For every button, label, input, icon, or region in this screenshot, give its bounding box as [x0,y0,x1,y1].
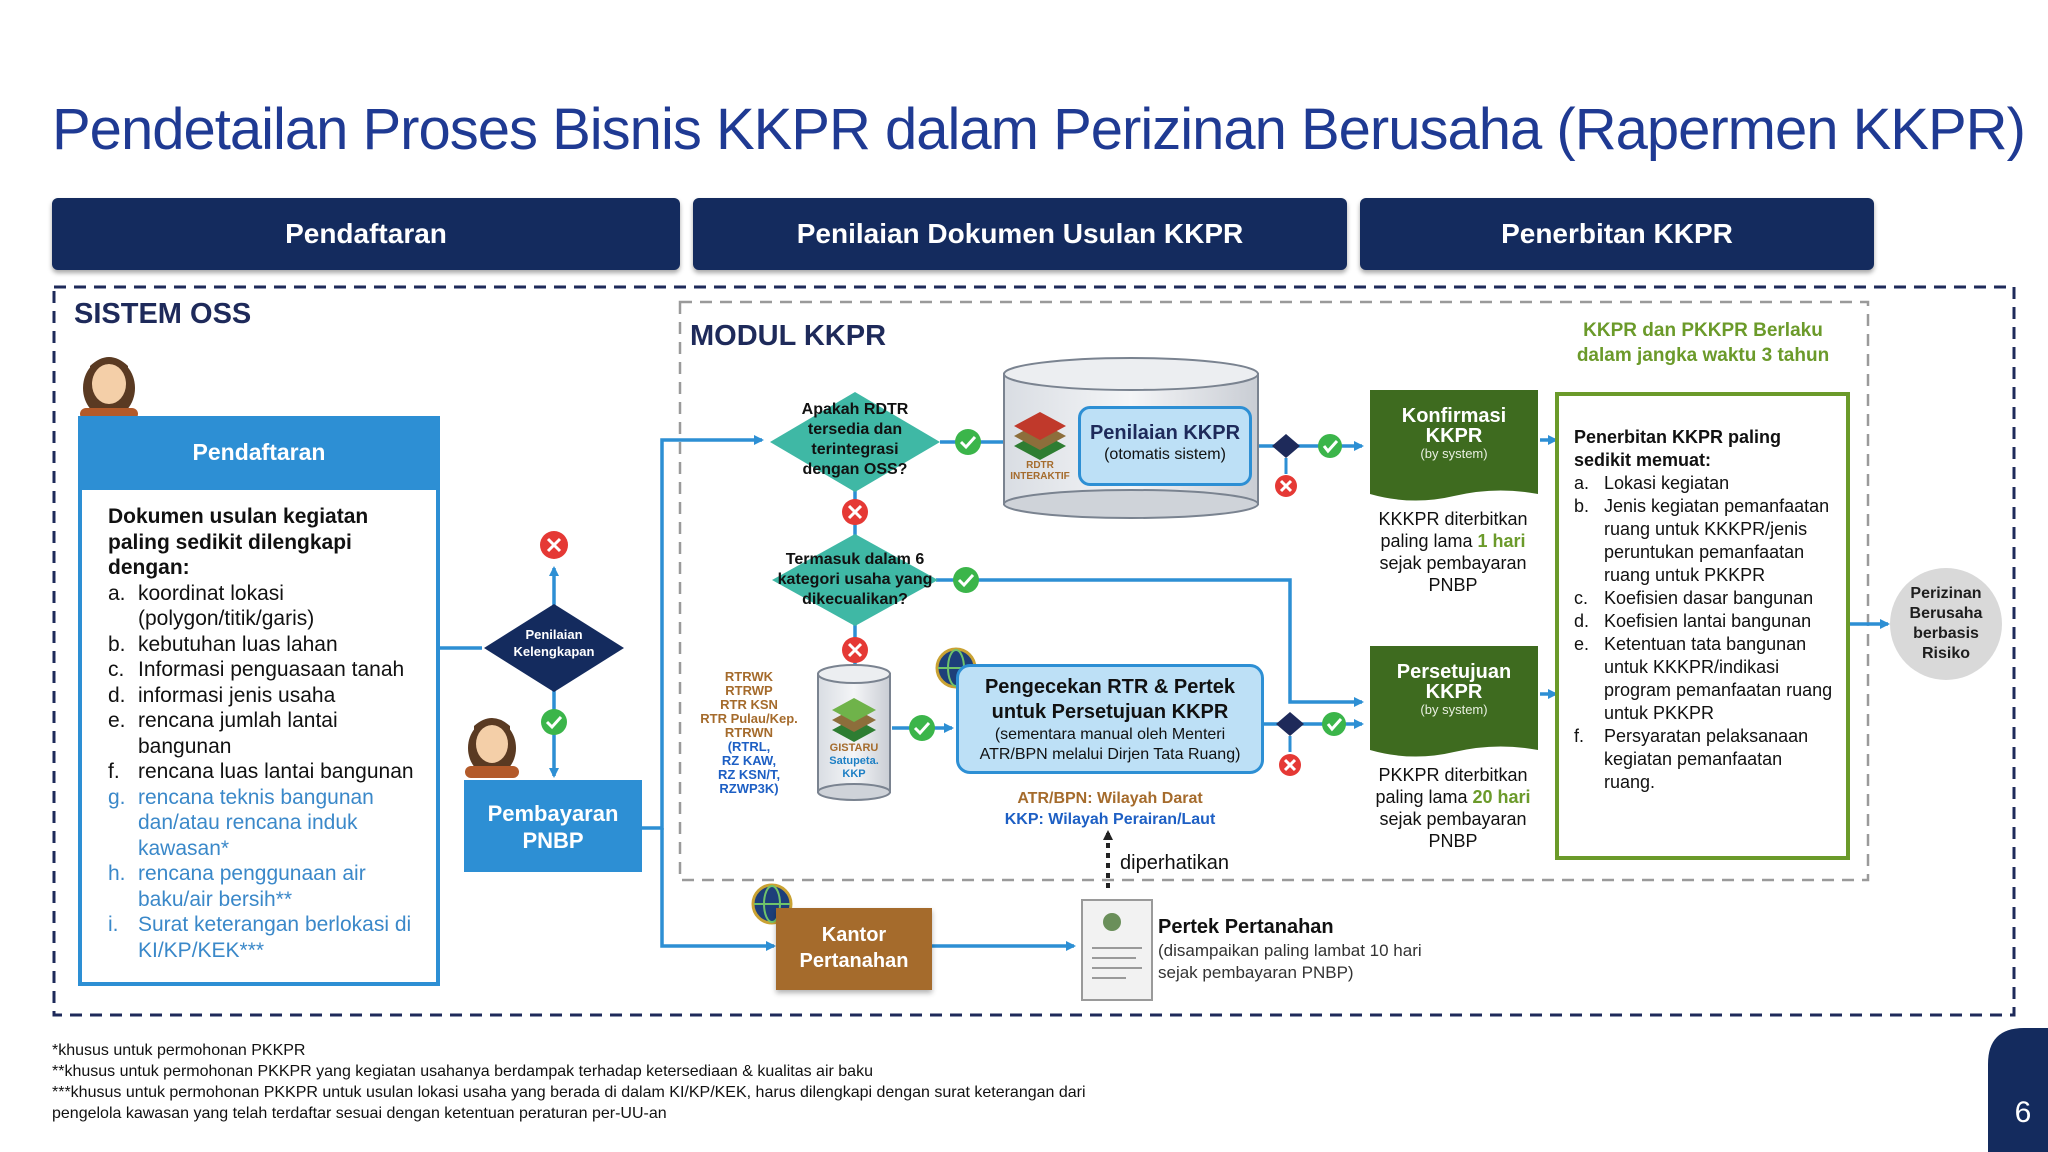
document-list: a.koordinat lokasi (polygon/titik/garis)… [108,581,422,964]
penerbitan-detail-box [1555,392,1850,860]
footnote: **khusus untuk permohonan PKKPR yang keg… [52,1063,873,1080]
q1-diamond [770,392,940,492]
arrow-trunk-kantor [660,828,776,951]
reject-icon [1275,475,1297,497]
rtr-list: RTRWK RTRWP RTR KSN RTR Pulau/Kep. RTRWN… [700,669,798,796]
pertek-text: Pertek Pertanahan (disampaikan paling la… [1158,916,1422,982]
penerbitan-detail: Penerbitan KKPR paling sedikit memuat: a… [1574,426,1836,794]
pkkpr-terbit-text: PKKPR diterbitkan paling lama 20 hari se… [1375,765,1531,851]
page-title: Pendetailan Proses Bisnis KKPR dalam Per… [52,97,2026,162]
list-item: e.rencana jumlah lantai bangunan [108,709,338,758]
decision-diamond-1 [1272,434,1300,458]
list-item: d.informasi jenis usaha [108,683,336,707]
list-item: h.rencana penggunaan air baku/air bersih… [108,862,366,911]
pendaftaran-header: Pendaftaran [82,420,436,490]
check-icon [541,709,567,735]
penerbitan-list: a.Lokasi kegiatan b.Jenis kegiatan peman… [1574,472,1836,794]
persetujuan-kkpr: Persetujuan KKPR (by system) [1396,661,1512,717]
list-item: c.Informasi penguasaan tanah [108,658,405,681]
list-item: a.koordinat lokasi (polygon/titik/garis) [108,581,315,631]
list-item: f.Persyaratan pelaksanaan kegiatan peman… [1574,726,1809,792]
check-icon [1322,712,1346,736]
check-icon [953,567,979,593]
footnote: ***khusus untuk permohonan PKKPR untuk u… [52,1084,1086,1101]
list-item: e.Ketentuan tata bangunan untuk KKKPR/in… [1574,634,1833,723]
penilaian-kkpr-box: Penilaian KKPR (otomatis sistem) [1078,406,1252,486]
sistem-oss-border [52,285,2016,1017]
phase-penilaian: Penilaian Dokumen Usulan KKPR [693,198,1347,270]
decision-diamond-2 [1276,712,1304,736]
modul-kkpr-label: MODUL KKPR [690,320,887,352]
perizinan-circle [1890,568,2002,680]
person-icon [80,357,138,420]
page-number-tab [1988,1028,2048,1152]
konfirmasi-shape [1370,390,1538,501]
list-item: f.rencana luas lantai bangunan [108,760,414,783]
diperhatikan-label: diperhatikan [1120,852,1229,874]
check-icon [909,715,935,741]
penerbitan-intro: Penerbitan KKPR paling sedikit memuat: [1574,427,1782,470]
list-item: b.kebutuhan luas lahan [108,632,338,656]
list-item: b.Jenis kegiatan pemanfaatan ruang untuk… [1574,496,1830,585]
person-icon [465,718,519,778]
pendaftaran-box: Pendaftaran Dokumen usulan kegiatan pali… [78,416,440,986]
list-item: a.Lokasi kegiatan [1574,473,1730,493]
document-icon [1081,899,1153,1001]
reject-icon [842,637,868,663]
list-item: c.Koefisien dasar bangunan [1574,588,1814,608]
atr-bpn-label: ATR/BPN: Wilayah Darat [1017,790,1203,807]
phase-pendaftaran: Pendaftaran [52,198,680,270]
modul-kkpr-border [678,300,1870,882]
q2-diamond [772,534,938,626]
phase-penerbitan: Penerbitan KKPR [1360,198,1874,270]
list-item: g.rencana teknis bangunan dan/atau renca… [108,785,374,860]
kkkpr-terbit-text: KKKPR diterbitkan paling lama 1 hari sej… [1378,509,1528,595]
pengecekan-box: Pengecekan RTR & Pertek untuk Persetujua… [956,664,1264,774]
list-item: d.Koefisien lantai bangunan [1574,611,1812,631]
konfirmasi-kkpr: Konfirmasi KKPR (by system) [1401,405,1507,461]
sistem-oss-label: SISTEM OSS [74,298,252,330]
check-icon [1318,434,1342,458]
rdtr-layers-icon [1014,412,1066,460]
page-number: 6 [2014,1096,2032,1129]
reject-icon [1279,754,1301,776]
arrow-pembayaran-trunk [642,435,764,830]
footnote: *khusus untuk permohonan PKKPR [52,1042,306,1059]
reject-icon [540,531,568,559]
penilaian-kelengkapan-diamond [484,604,624,692]
gistaru-layers-icon [832,698,876,742]
kkp-label: KKP: Wilayah Perairan/Laut [1004,811,1216,828]
list-item: i.Surat keterangan berlokasi di KI/KP/KE… [108,913,412,962]
footnote: pengelola kawasan yang telah terdaftar s… [52,1105,667,1122]
arrow-q2-persetujuan [936,578,1364,707]
persetujuan-shape [1370,646,1538,757]
check-icon [955,429,981,455]
reject-icon [842,499,868,525]
footnotes: *khusus untuk permohonan PKKPR **khusus … [52,1040,1086,1124]
pendaftaran-intro: Dokumen usulan kegiatan paling sedikit d… [108,505,369,579]
